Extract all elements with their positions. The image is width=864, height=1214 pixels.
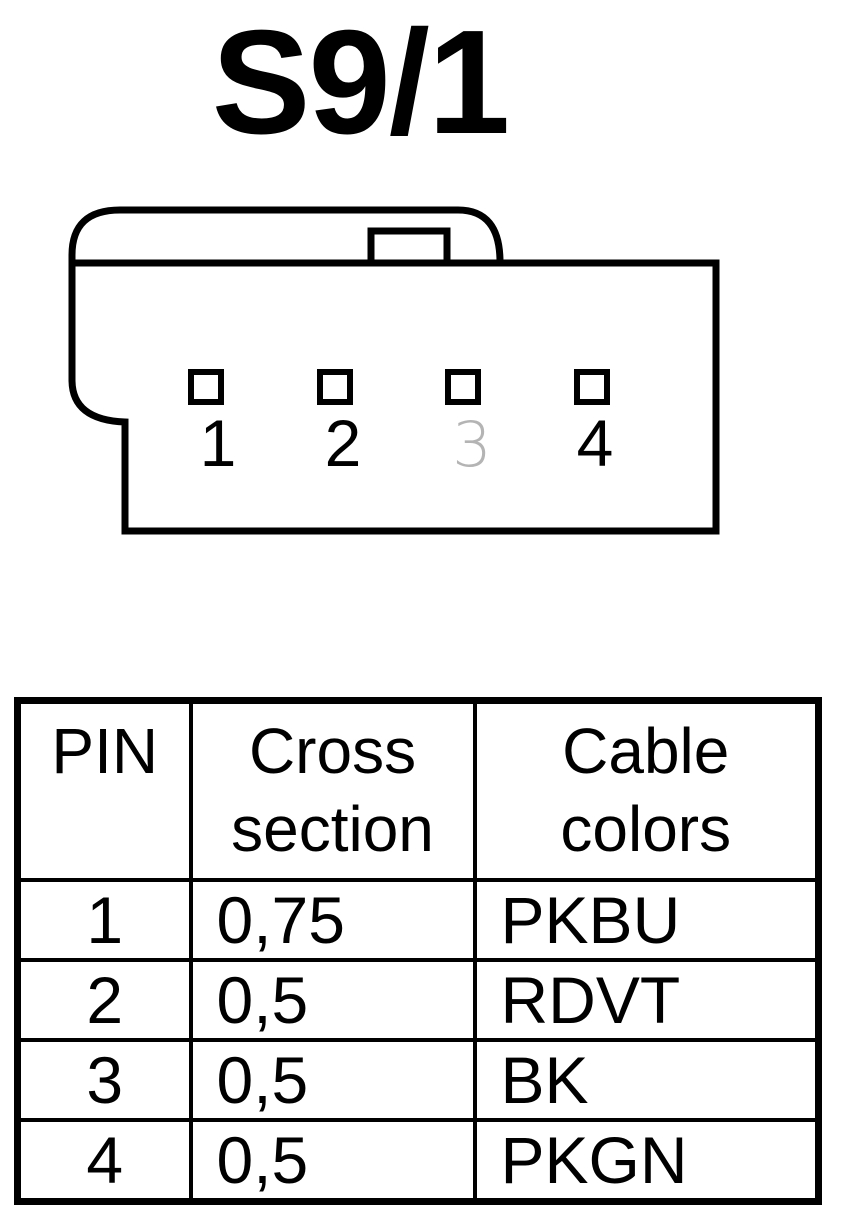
table-row: 4 0,5 PKGN: [15, 1118, 821, 1204]
pin-socket-3: [445, 369, 481, 405]
cell-pin: 2: [15, 958, 193, 1042]
cell-cross-section: 0,5: [188, 1118, 477, 1204]
cell-pin: 4: [15, 1118, 193, 1204]
pin-label-3: 3: [452, 408, 491, 481]
pin-socket-2: [317, 369, 353, 405]
header-pin: PIN: [15, 698, 193, 882]
cell-pin: 3: [15, 1038, 193, 1122]
pin-socket-4: [574, 369, 610, 405]
cell-cross-section: 0,75: [188, 878, 477, 962]
connector-latch-outline: [68, 206, 504, 263]
table-row: 2 0,5 RDVT: [15, 958, 821, 1042]
cell-pin: 1: [15, 878, 193, 962]
pin-socket-1: [188, 369, 224, 405]
cell-cross-section: 0,5: [188, 1038, 477, 1122]
cell-cross-section: 0,5: [188, 958, 477, 1042]
connector-body: [68, 259, 720, 535]
pin-label-4: 4: [577, 406, 614, 480]
connector-locking-tab: [367, 227, 451, 267]
pin-label-2: 2: [325, 406, 362, 480]
cell-cable-color: PKBU: [472, 878, 821, 962]
connector-title: S9/1: [211, 0, 510, 165]
connector-diagram: 1 2 3 4: [68, 206, 720, 535]
cell-cable-color: RDVT: [472, 958, 821, 1042]
table-row: 3 0,5 BK: [15, 1038, 821, 1122]
pin-label-1: 1: [200, 406, 237, 480]
cell-cable-color: PKGN: [472, 1118, 821, 1204]
cell-cable-color: BK: [472, 1038, 821, 1122]
table-row: 1 0,75 PKBU: [15, 878, 821, 962]
